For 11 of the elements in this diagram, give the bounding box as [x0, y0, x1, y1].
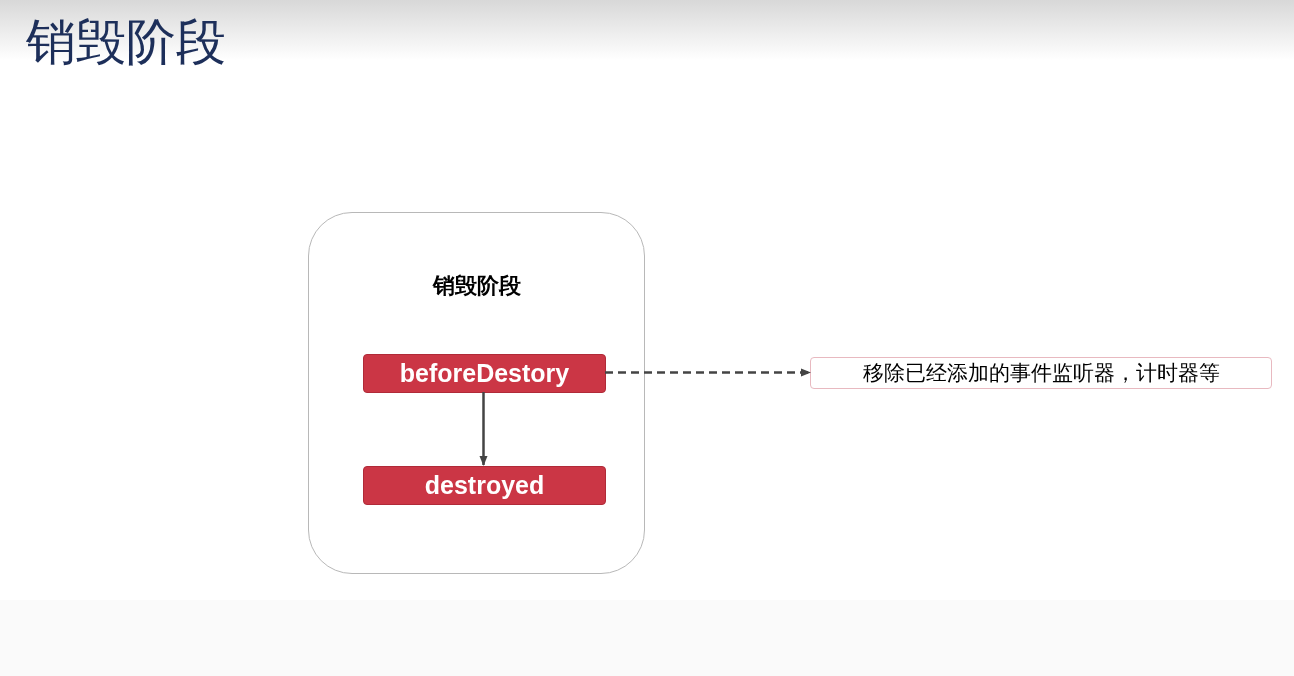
stage-heading: 销毁阶段	[431, 272, 522, 300]
note-text: 移除已经添加的事件监听器，计时器等	[862, 360, 1220, 387]
stage-container	[308, 212, 645, 574]
page-title: 销毁阶段	[26, 13, 226, 72]
hook-name: beforeDestory	[399, 357, 570, 389]
hook-box	[363, 466, 606, 505]
hook-box	[363, 354, 606, 393]
arrow	[605, 368, 811, 377]
note-box	[810, 357, 1272, 389]
hook-name: destroyed	[424, 469, 545, 501]
arrow	[479, 392, 488, 466]
